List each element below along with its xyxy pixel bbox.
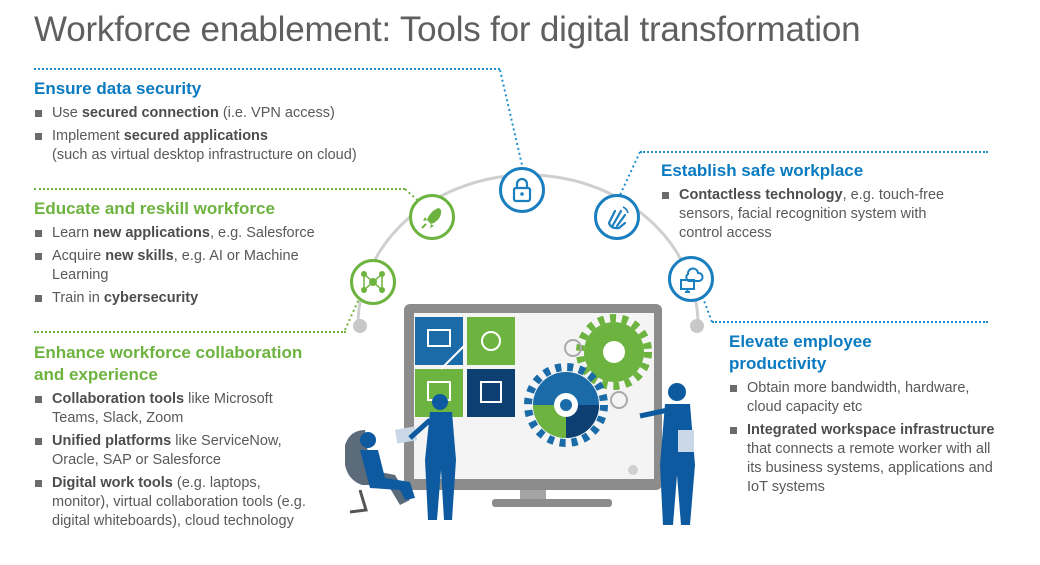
list-item: Use secured connection (i.e. VPN access) [34, 104, 434, 123]
lock-icon [499, 167, 545, 213]
heading-collaboration-line1: Enhance workforce collaboration [34, 343, 303, 362]
network-icon [350, 259, 396, 305]
cloud-computer-icon [668, 256, 714, 302]
divider-collaboration [34, 331, 346, 333]
list-item: Unified platforms like ServiceNow, Oracl… [34, 432, 309, 470]
page-title: Workforce enablement: Tools for digital … [34, 10, 861, 49]
list-productivity: Obtain more bandwidth, hardware, cloud c… [729, 379, 999, 501]
rocket-icon [409, 194, 455, 240]
list-item: Contactless technology, e.g. touch-free … [661, 186, 971, 243]
list-item: Implement secured applications (such as … [34, 127, 434, 165]
list-data-security: Use secured connection (i.e. VPN access)… [34, 104, 434, 169]
heading-collaboration-line2: and experience [34, 365, 158, 384]
monitor-illustration [404, 304, 662, 507]
touchless-hand-icon [594, 194, 640, 240]
divider-safe-workplace [640, 151, 988, 153]
list-item: Learn new applications, e.g. Salesforce [34, 224, 334, 243]
heading-reskill: Educate and reskill workforce [34, 199, 275, 218]
divider-productivity [712, 321, 988, 323]
heading-productivity: Elevate employee productivity [729, 331, 872, 375]
arc-end-dot-right [690, 319, 704, 333]
list-item: Acquire new skills, e.g. AI or Machine L… [34, 247, 334, 285]
heading-productivity-line1: Elevate employee [729, 332, 872, 351]
heading-collaboration: Enhance workforce collaboration and expe… [34, 342, 302, 386]
heading-safe-workplace: Establish safe workplace [661, 161, 864, 180]
list-reskill: Learn new applications, e.g. Salesforce … [34, 224, 334, 312]
list-collaboration: Collaboration tools like Microsoft Teams… [34, 390, 309, 535]
list-item: Obtain more bandwidth, hardware, cloud c… [729, 379, 999, 417]
divider-data-security [34, 68, 500, 70]
list-item: Train in cybersecurity [34, 289, 334, 308]
list-safe-workplace: Contactless technology, e.g. touch-free … [661, 186, 971, 247]
list-item: Digital work tools (e.g. laptops, monito… [34, 474, 309, 531]
people-illustration [345, 383, 695, 525]
list-item: Collaboration tools like Microsoft Teams… [34, 390, 309, 428]
divider-reskill [34, 188, 405, 190]
arc-end-dot-left [353, 319, 367, 333]
list-item: Integrated workspace infrastructure that… [729, 421, 999, 497]
heading-productivity-line2: productivity [729, 354, 827, 373]
heading-data-security: Ensure data security [34, 79, 202, 98]
